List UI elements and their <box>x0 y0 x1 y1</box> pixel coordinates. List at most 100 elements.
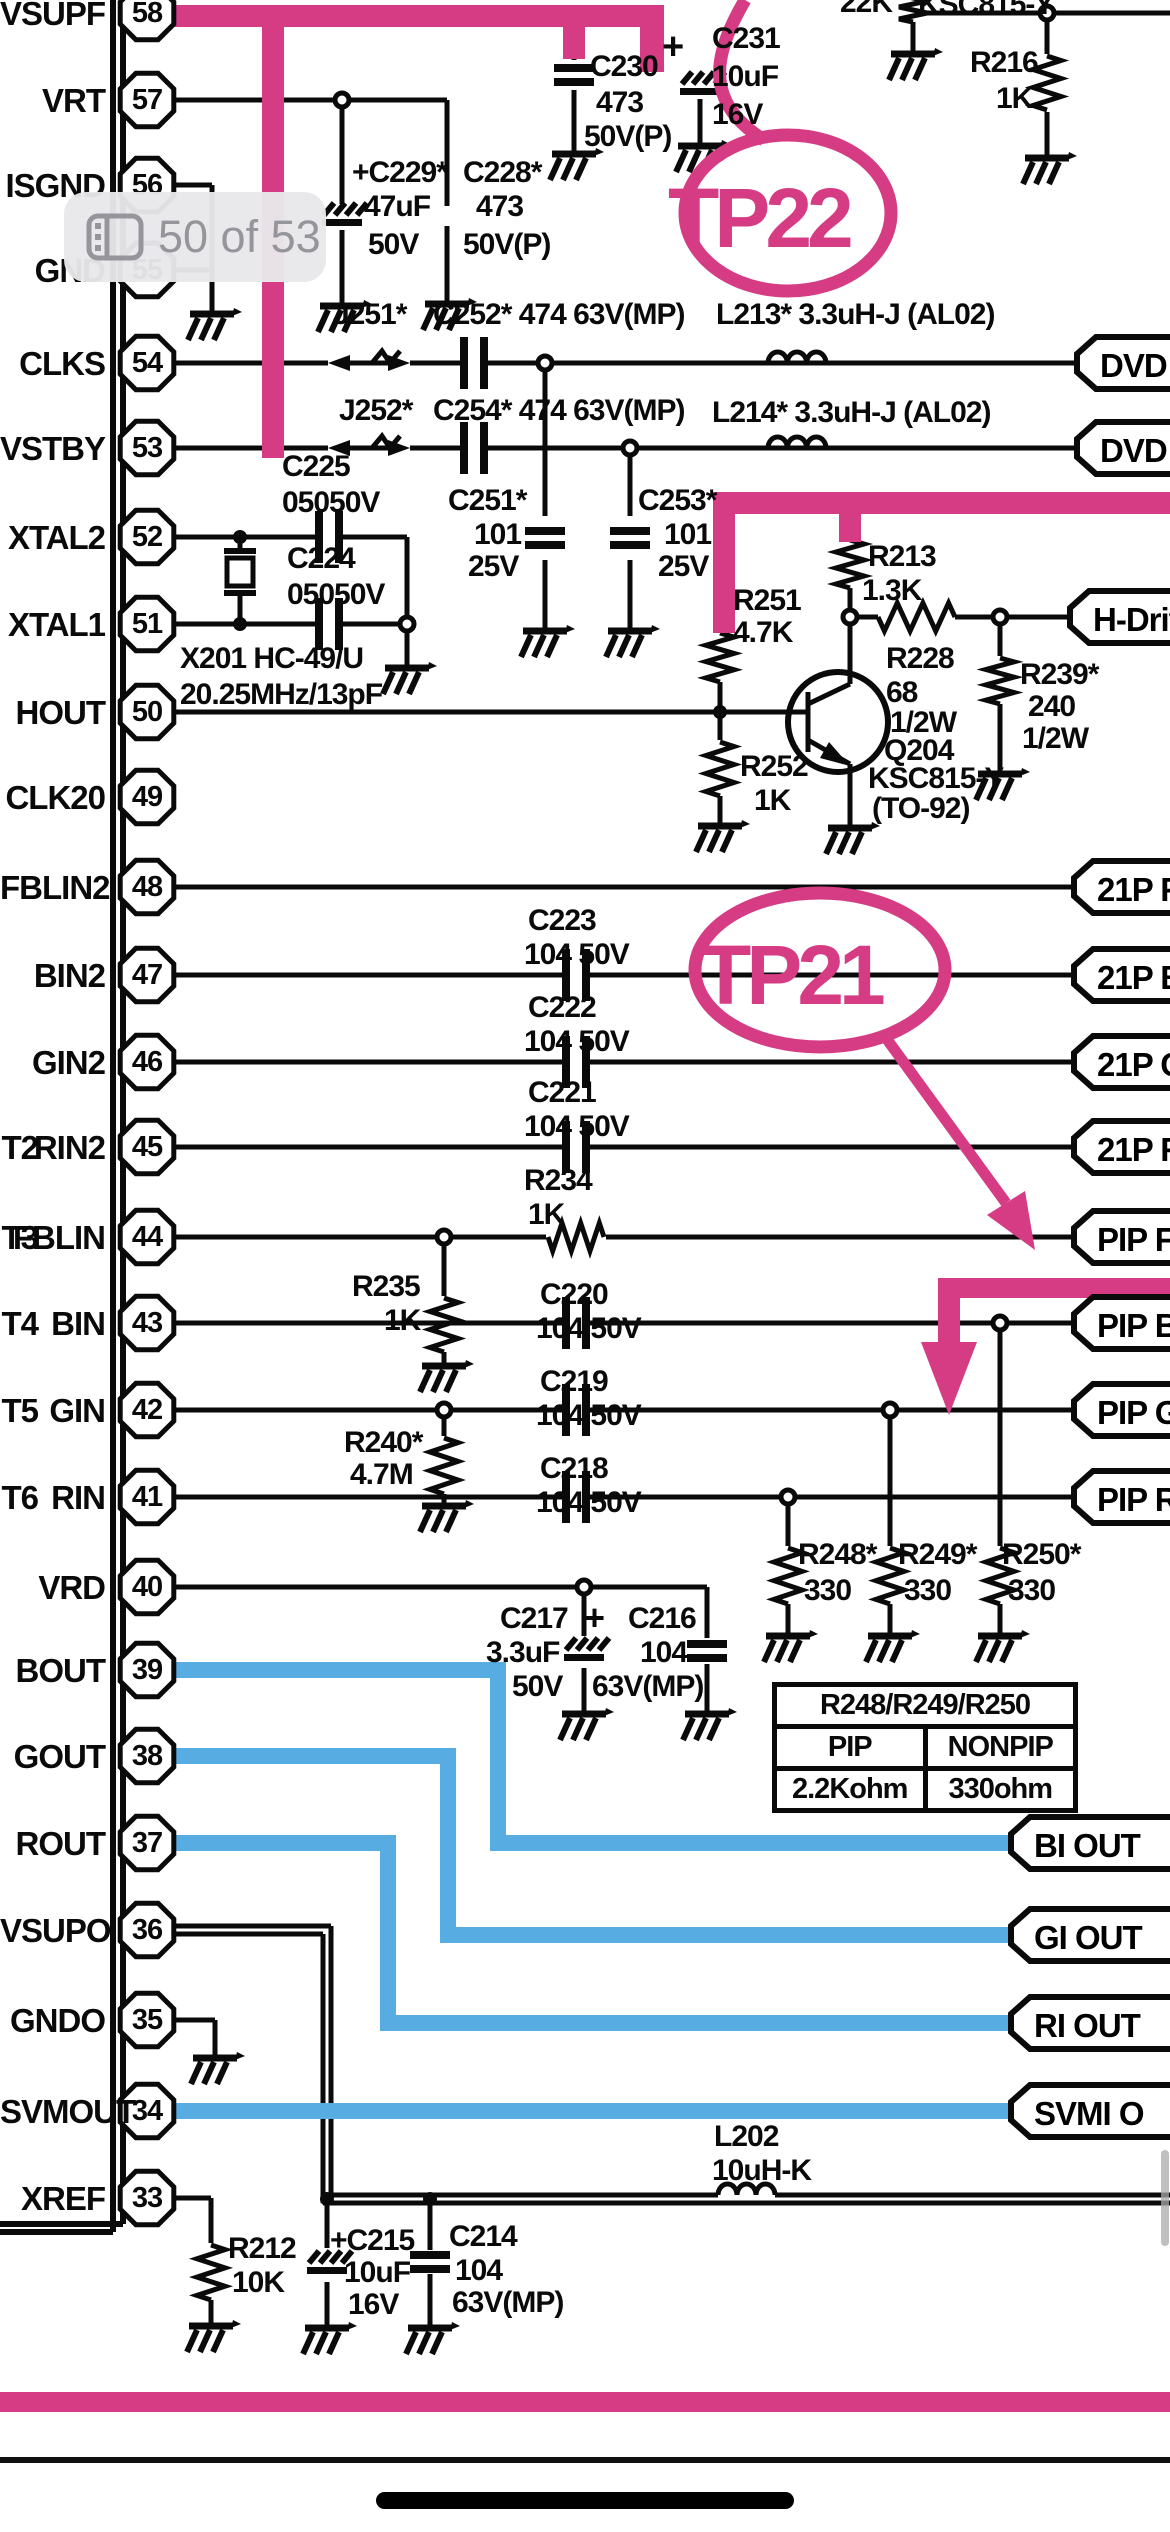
ground-icon <box>583 1716 599 1742</box>
ground-icon <box>417 1368 433 1394</box>
connector-tag-label: H-Driv <box>1093 601 1170 638</box>
ground-icon <box>573 156 589 182</box>
capacitor-symbol <box>562 1384 570 1436</box>
testpoint-ellipse <box>688 886 952 1054</box>
pin-octagon <box>117 1726 177 1786</box>
connector-tag-gi-out: GI OUT <box>1008 1906 1170 1964</box>
ground-icon <box>429 2330 445 2356</box>
scrollbar[interactable] <box>1161 2150 1169 2246</box>
resistor-symbol <box>421 1295 467 1355</box>
connector-tag-pip-r: PIP R <box>1071 1468 1170 1526</box>
junction-ring <box>535 353 555 373</box>
pin-octagon <box>117 682 177 742</box>
capacitor-symbol <box>525 527 565 535</box>
ground-icon <box>235 2052 245 2060</box>
page-indicator-badge[interactable]: 50 of 53 <box>64 192 326 282</box>
pin-octagon <box>117 1990 177 2050</box>
ground-icon <box>232 308 242 316</box>
connector-tag-label: 21P B <box>1097 959 1170 996</box>
page-indicator-text: 50 of 53 <box>158 211 321 262</box>
blue-trace <box>175 1662 1012 1851</box>
electrolytic-capacitor-symbol <box>306 2249 322 2265</box>
ground-icon <box>740 820 750 828</box>
capacitor-symbol <box>460 422 468 474</box>
connector-tag-label: PIP G <box>1097 1394 1170 1431</box>
table-value-nonpip: 330ohm <box>922 1771 1074 1808</box>
electrolytic-capacitor-symbol <box>332 201 348 217</box>
jumper-arrow <box>388 440 410 456</box>
ground-icon <box>910 1630 920 1638</box>
pin-octagon <box>117 333 177 393</box>
connector-tag-ri-out: RI OUT <box>1008 1994 1170 2052</box>
junction-ring <box>778 1487 798 1507</box>
ground-icon <box>999 1638 1015 1664</box>
connector-tag-label: 21P R <box>1097 1131 1170 1168</box>
junction-ring <box>332 90 352 110</box>
junction-dot <box>233 617 247 631</box>
junction-ring <box>620 438 640 458</box>
inductor-symbol <box>765 349 829 364</box>
highlight-bar-bottom <box>0 2392 1170 2412</box>
ground-icon <box>185 316 201 342</box>
ground-icon <box>973 1638 989 1664</box>
capacitor-symbol <box>335 598 343 650</box>
wire <box>806 681 852 707</box>
pin-octagon <box>117 594 177 654</box>
capacitor-symbol <box>480 422 488 474</box>
connector-tag-label: PIP F/ <box>1097 1221 1170 1258</box>
junction-ring <box>880 1400 900 1420</box>
ground-icon <box>300 2330 316 2356</box>
connector-tag-pip-g: PIP G <box>1071 1381 1170 1439</box>
pin-octagon <box>117 1557 177 1617</box>
ground-icon <box>393 670 409 696</box>
capacitor-symbol <box>687 1640 727 1648</box>
connector-tag-pip-f-: PIP F/ <box>1071 1208 1170 1266</box>
resistor-symbol <box>697 630 743 685</box>
highlight-leader <box>713 0 768 146</box>
junction-dot <box>233 530 247 544</box>
ground-icon <box>886 56 902 82</box>
connector-tag-label: 21P G <box>1097 1046 1170 1083</box>
resistor-symbol <box>766 1545 810 1607</box>
electrolytic-capacitor-symbol <box>317 2249 333 2265</box>
electrolytic-capacitor-symbol <box>680 88 720 95</box>
connector-tag-label: 21P F/ <box>1097 871 1170 908</box>
ground-icon <box>1020 768 1030 776</box>
resistor-symbol <box>422 1435 466 1497</box>
ground-icon <box>808 1630 818 1638</box>
electrolytic-capacitor-symbol <box>701 70 717 86</box>
ground-icon <box>201 2060 217 2086</box>
capacitor-symbol <box>610 527 650 535</box>
ground-icon <box>443 1508 459 1534</box>
jumper-arrow <box>388 355 410 371</box>
ground-icon <box>706 828 722 854</box>
electrolytic-capacitor-symbol <box>563 1636 579 1652</box>
highlight-bar <box>839 514 861 542</box>
home-indicator[interactable] <box>376 2492 794 2509</box>
ground-icon <box>211 316 227 342</box>
pin-octagon <box>117 2168 177 2228</box>
highlight-bar <box>940 1278 1170 1298</box>
ground-icon <box>849 830 865 856</box>
connector-tag-21p-b: 21P B <box>1071 946 1170 1004</box>
ground-icon <box>706 1716 722 1742</box>
resistor-symbol <box>826 537 874 591</box>
connector-tag-label: SVMI O <box>1034 2095 1145 2132</box>
ground-icon <box>863 1638 879 1664</box>
electrolytic-capacitor-symbol <box>354 201 370 217</box>
ground-icon <box>416 2330 432 2356</box>
pin-octagon <box>117 1900 177 1960</box>
connector-tag-21p-f-: 21P F/ <box>1071 858 1170 916</box>
connector-tag-label: PIP R <box>1097 1481 1170 1518</box>
electrolytic-capacitor-symbol <box>585 1636 601 1652</box>
connector-tag-label: DVD P <box>1100 347 1170 384</box>
electrolytic-capacitor-symbol <box>574 1636 590 1652</box>
pin-octagon <box>117 1032 177 1092</box>
ground-icon <box>557 1716 573 1742</box>
connector-tag-pip-b: PIP B <box>1071 1294 1170 1352</box>
electrolytic-capacitor-symbol <box>307 2267 347 2274</box>
resistor-symbol <box>978 1545 1022 1607</box>
connector-tag-label: PIP B <box>1097 1307 1170 1344</box>
capacitor-symbol <box>562 1297 570 1349</box>
